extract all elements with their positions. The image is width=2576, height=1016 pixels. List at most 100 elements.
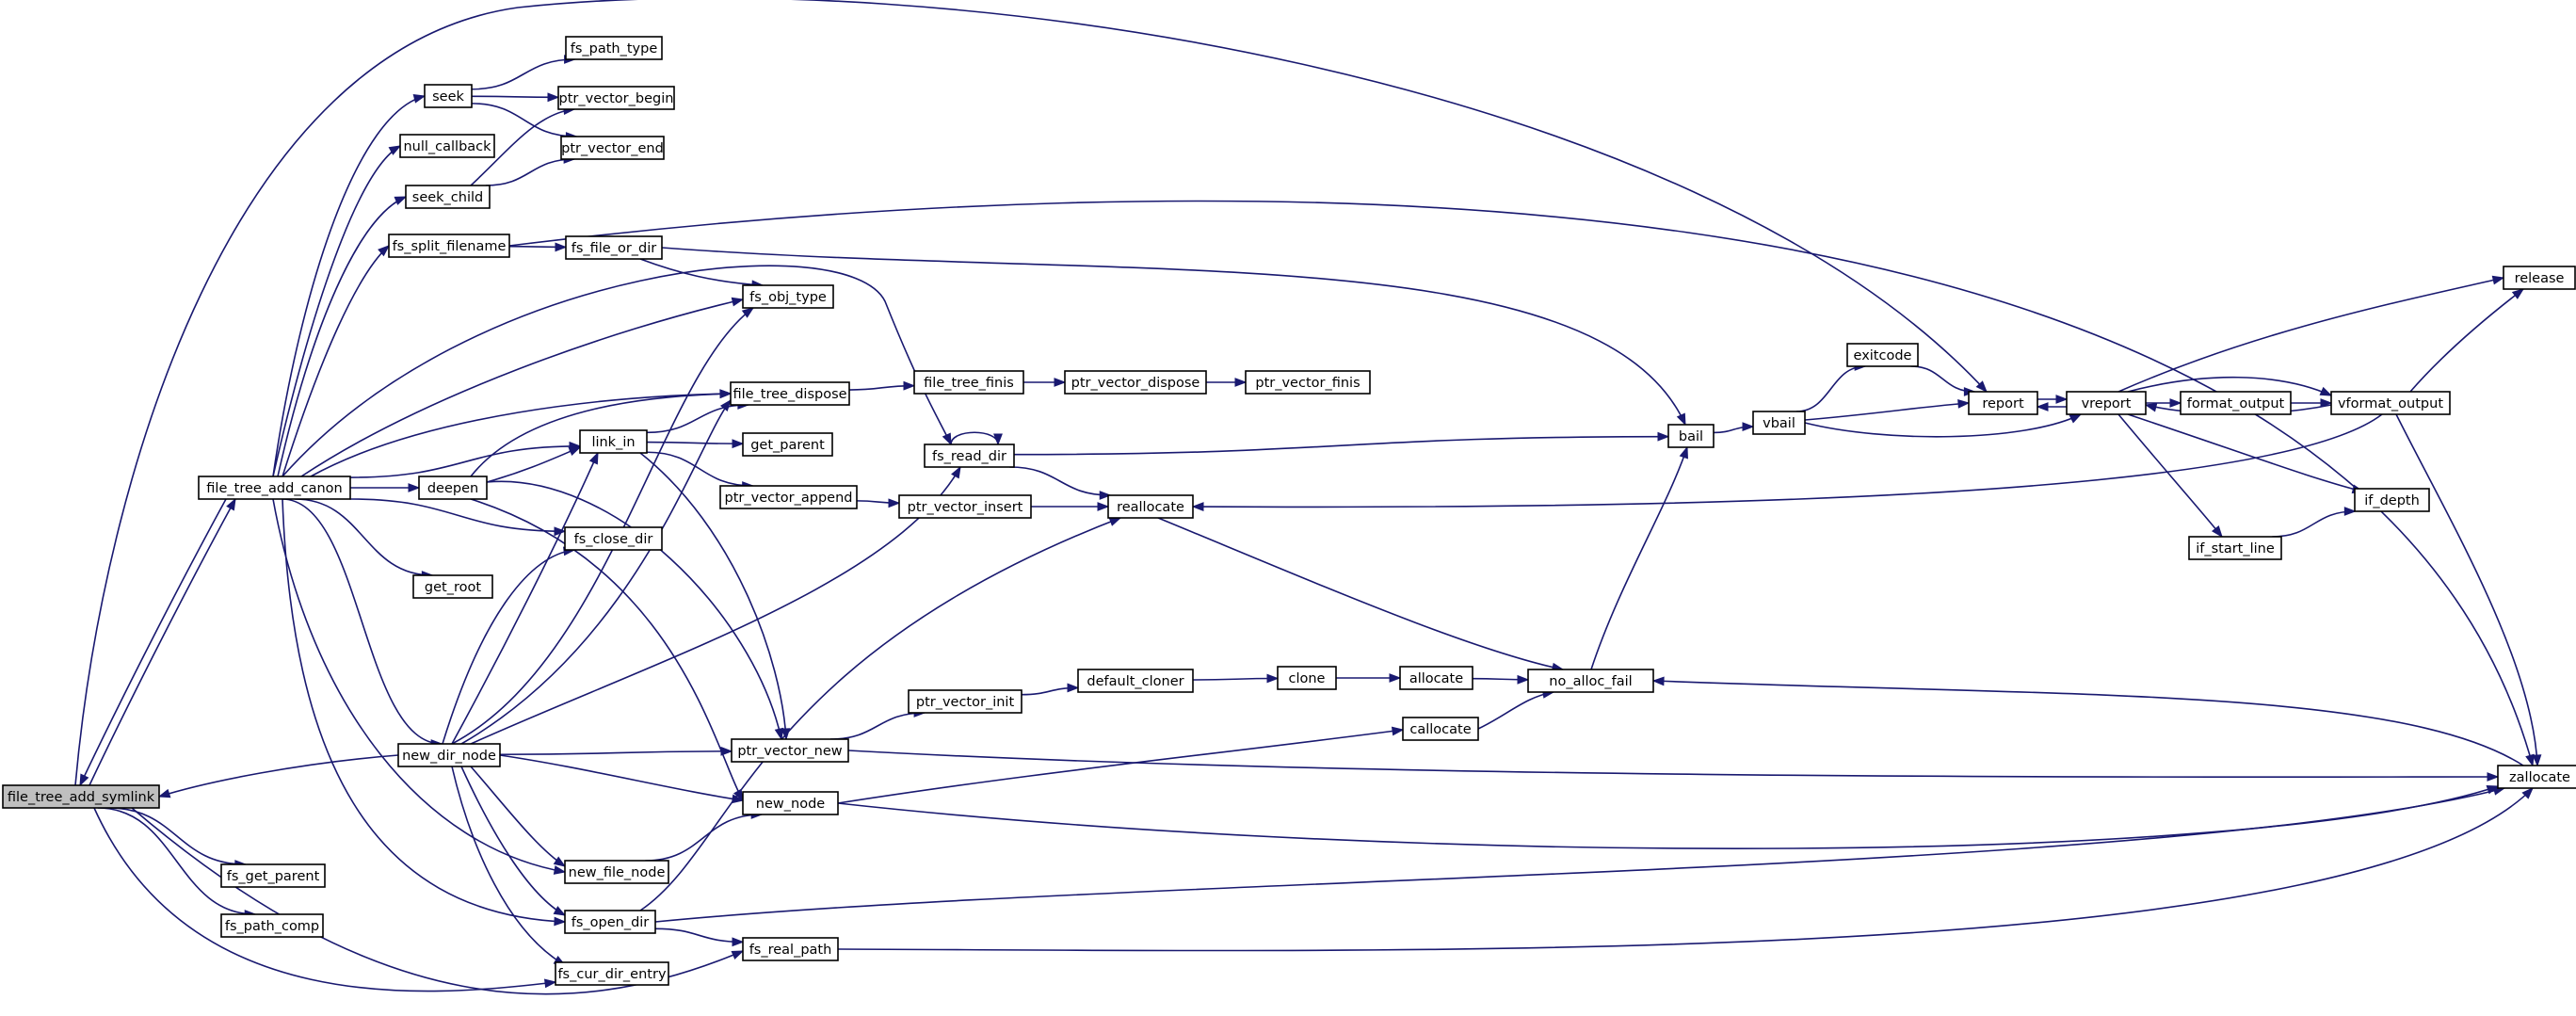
node-new-node[interactable]: new_node [742, 791, 839, 815]
node-allocate[interactable]: allocate [1399, 666, 1473, 690]
node-clone[interactable]: clone [1277, 666, 1337, 690]
node-fs-cur-dir-entry[interactable]: fs_cur_dir_entry [555, 961, 669, 986]
node-ptr-vector-end[interactable]: ptr_vector_end [560, 136, 665, 160]
node-file-tree-add-canon[interactable]: file_tree_add_canon [198, 476, 351, 500]
node-fs-close-dir[interactable]: fs_close_dir [564, 526, 663, 551]
node-box [1752, 411, 1806, 435]
node-ptr-vector-begin[interactable]: ptr_vector_begin [557, 86, 675, 110]
edge-arrowhead-deepen-to-file_tree_dispose [719, 389, 733, 399]
node-label: fs_path_type [571, 41, 658, 56]
edge-arrowhead-file_tree_add_canon-to-fs_split_filename [378, 245, 391, 257]
edge-reallocate-to-no_alloc_fail [1157, 517, 1564, 670]
node-ptr-vector-init[interactable]: ptr_vector_init [908, 689, 1022, 714]
node-vformat-output[interactable]: vformat_output [2330, 391, 2451, 415]
node-label: if_depth [2364, 493, 2420, 508]
node-label: fs_real_path [749, 943, 832, 958]
edge-arrowhead-file_tree_add_canon-to-file_tree_add_symlink [79, 773, 89, 787]
node-box [1064, 370, 1207, 395]
node-label: get_root [425, 580, 481, 595]
node-new-dir-node[interactable]: new_dir_node [397, 743, 501, 767]
node-vbail[interactable]: vbail [1752, 411, 1806, 435]
node-fs-path-comp[interactable]: fs_path_comp [220, 913, 324, 938]
edge-fs_open_dir-to-fs_real_path [654, 927, 744, 943]
node-link-in[interactable]: link_in [579, 429, 648, 454]
edge-seek_child-to-ptr_vector_begin [470, 108, 575, 186]
node-file-tree-finis[interactable]: file_tree_finis [913, 370, 1024, 395]
node-release[interactable]: release [2503, 266, 2576, 290]
node-seek-child[interactable]: seek_child [405, 185, 491, 209]
node-label: fs_close_dir [574, 532, 653, 547]
node-label: ptr_vector_finis [1255, 376, 1360, 391]
node-label: vformat_output [2338, 396, 2443, 411]
edge-fs_real_path-to-zallocate [837, 787, 2534, 952]
edge-arrowhead-file_tree_finis-to-ptr_vector_dispose [1054, 378, 1067, 387]
edge-link_in-to-file_tree_dispose [646, 404, 749, 434]
node-ptr-vector-finis[interactable]: ptr_vector_finis [1245, 370, 1371, 395]
node-fs-open-dir[interactable]: fs_open_dir [564, 910, 656, 934]
node-fs-real-path[interactable]: fs_real_path [742, 937, 839, 961]
node-get-parent[interactable]: get_parent [742, 432, 833, 457]
node-ptr-vector-append[interactable]: ptr_vector_append [719, 485, 858, 509]
node-get-root[interactable]: get_root [412, 574, 493, 599]
node-null-callback[interactable]: null_callback [399, 134, 495, 158]
node-label: allocate [1409, 671, 1463, 686]
node-callocate[interactable]: callocate [1402, 717, 1479, 741]
edge-arrowhead-file_tree_add_symlink-to-fs_real_path [731, 950, 745, 960]
node-default-cloner[interactable]: default_cloner [1077, 669, 1194, 693]
edge-arrowhead-fs_real_path-to-zallocate [2521, 787, 2534, 799]
node-label: seek [432, 89, 464, 105]
edge-file_tree_add_canon-to-seek_child [277, 196, 407, 477]
node-label: format_output [2187, 396, 2285, 411]
edge-vformat_output-to-reallocate [1192, 413, 2383, 508]
node-new-file-node[interactable]: new_file_node [564, 860, 669, 884]
node-label: zallocate [2509, 770, 2570, 785]
edge-file_tree_add_symlink-to-fs_cur_dir_entry [93, 807, 556, 992]
node-box [908, 689, 1022, 714]
node-vreport[interactable]: vreport [2066, 391, 2147, 415]
node-fs-split-filename[interactable]: fs_split_filename [388, 234, 510, 258]
node-box [2503, 266, 2576, 290]
node-no-alloc-fail[interactable]: no_alloc_fail [1527, 669, 1654, 693]
node-file-tree-dispose[interactable]: file_tree_dispose [730, 381, 850, 406]
node-reallocate[interactable]: reallocate [1107, 494, 1194, 519]
edge-arrowhead-report-to-vreport [2055, 395, 2069, 404]
node-ptr-vector-insert[interactable]: ptr_vector_insert [898, 494, 1032, 519]
node-if-start-line[interactable]: if_start_line [2188, 536, 2282, 560]
node-report[interactable]: report [1968, 391, 2038, 415]
edge-file_tree_add_canon-to-new_file_node [272, 498, 566, 873]
node-fs-read-dir[interactable]: fs_read_dir [924, 443, 1015, 468]
node-bail[interactable]: bail [1667, 424, 1715, 448]
edge-vreport-to-vformat_output [2127, 376, 2332, 396]
node-box [2066, 391, 2147, 415]
edge-arrowhead-new_dir_node-to-new_node [731, 794, 745, 804]
edge-arrowhead-file_tree_add_canon-to-seek [412, 94, 427, 104]
edge-arrowhead-fs_read_dir-to-fs_read_dir [993, 433, 1003, 446]
node-box [913, 370, 1024, 395]
edge-file_tree_add_canon-to-null_callback [272, 145, 401, 477]
node-format-output[interactable]: format_output [2180, 391, 2292, 415]
node-file-tree-add-symlink[interactable]: file_tree_add_symlink [2, 784, 160, 809]
edge-no_alloc_fail-to-bail [1590, 446, 1688, 670]
node-ptr-vector-new[interactable]: ptr_vector_new [731, 738, 849, 763]
edge-file_tree_add_canon-to-get_root [295, 498, 433, 576]
edge-arrowhead-default_cloner-to-clone [1266, 673, 1280, 684]
node-seek[interactable]: seek [424, 84, 473, 108]
node-fs-file-or-dir[interactable]: fs_file_or_dir [565, 235, 663, 260]
node-box [564, 526, 663, 551]
node-deepen[interactable]: deepen [418, 476, 488, 500]
node-box [388, 234, 510, 258]
node-zallocate[interactable]: zallocate [2497, 765, 2576, 789]
node-ptr-vector-dispose[interactable]: ptr_vector_dispose [1064, 370, 1207, 395]
edge-arrowhead-vreport-to-report [2036, 402, 2049, 411]
node-label: fs_file_or_dir [572, 241, 657, 256]
node-fs-obj-type[interactable]: fs_obj_type [742, 284, 834, 309]
node-label: fs_cur_dir_entry [557, 967, 666, 982]
node-fs-path-type[interactable]: fs_path_type [565, 36, 663, 60]
node-exitcode[interactable]: exitcode [1846, 343, 1919, 367]
node-if-depth[interactable]: if_depth [2354, 488, 2430, 512]
edge-new_dir_node-to-ptr_vector_new [499, 750, 733, 756]
edge-file_tree_add_symlink-to-fs_path_comp [97, 807, 256, 915]
edge-arrowhead-file_tree_add_canon-to-fs_read_dir [942, 432, 952, 446]
edge-arrowhead-fs_read_dir-to-reallocate [1099, 491, 1112, 500]
node-fs-get-parent[interactable]: fs_get_parent [220, 863, 326, 888]
